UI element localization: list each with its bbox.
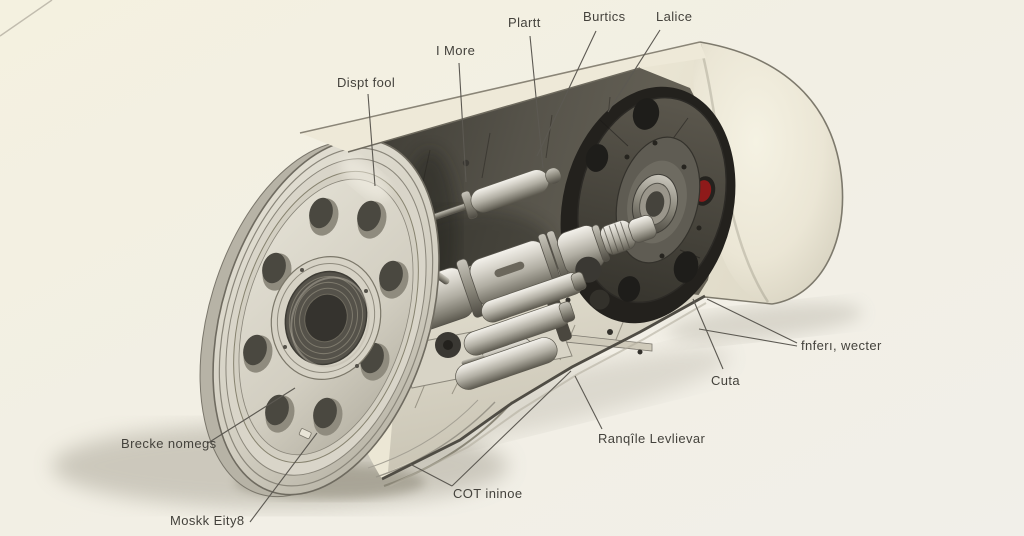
leader-i-more	[458, 62, 467, 183]
paper-crease-line	[0, 0, 53, 37]
center-bore	[270, 256, 382, 380]
leader-lalice	[607, 29, 661, 113]
part-label-lalice: Lalice	[656, 9, 693, 24]
part-label-dispt-fool: Dispt fool	[337, 75, 396, 90]
boss-bolts	[283, 268, 368, 368]
leader-brecke	[207, 387, 296, 444]
end-cap	[693, 42, 843, 304]
lower-rods	[455, 256, 610, 390]
flange-bolt-holes	[243, 197, 409, 436]
flange-highlight	[340, 156, 390, 200]
spline-ribs	[602, 221, 630, 255]
leader-plartt	[529, 35, 544, 169]
part-label-brecke-nomegs: Brecke nomegs	[121, 436, 217, 451]
part-label-ranqile-levlievar: Ranqîle Levlievar	[598, 431, 706, 446]
leader-cot-a	[409, 463, 453, 487]
floor-bolts	[565, 297, 643, 355]
leader-cot-b	[451, 370, 572, 487]
leader-dispt-fool	[367, 93, 376, 187]
leader-ranqile	[574, 375, 603, 430]
front-flange	[199, 138, 440, 498]
leader-moskk	[249, 432, 318, 523]
part-label-cot-ininoe: COT ininoe	[453, 486, 523, 501]
rim-clip	[298, 428, 312, 440]
shaft-slot	[494, 261, 525, 278]
top-bolt	[462, 159, 470, 167]
part-label-fnfert-wecter: fnferı, wecter	[801, 338, 882, 353]
part-label-cuta: Cuta	[711, 373, 741, 388]
shell-cut-lip	[299, 41, 706, 153]
leader-fnfert-a	[706, 298, 798, 344]
part-label-burtics: Burtics	[583, 9, 626, 24]
leader-lines	[207, 29, 798, 523]
leader-cuta	[692, 298, 724, 370]
part-label-plartt: Plartt	[508, 15, 541, 30]
leader-fnfert-b	[698, 328, 798, 347]
disc-holes	[585, 98, 699, 302]
part-label-i-more: I More	[436, 43, 476, 58]
part-label-moskk-eity8: Moskk Eity8	[170, 513, 245, 528]
leader-burtics	[536, 30, 597, 157]
